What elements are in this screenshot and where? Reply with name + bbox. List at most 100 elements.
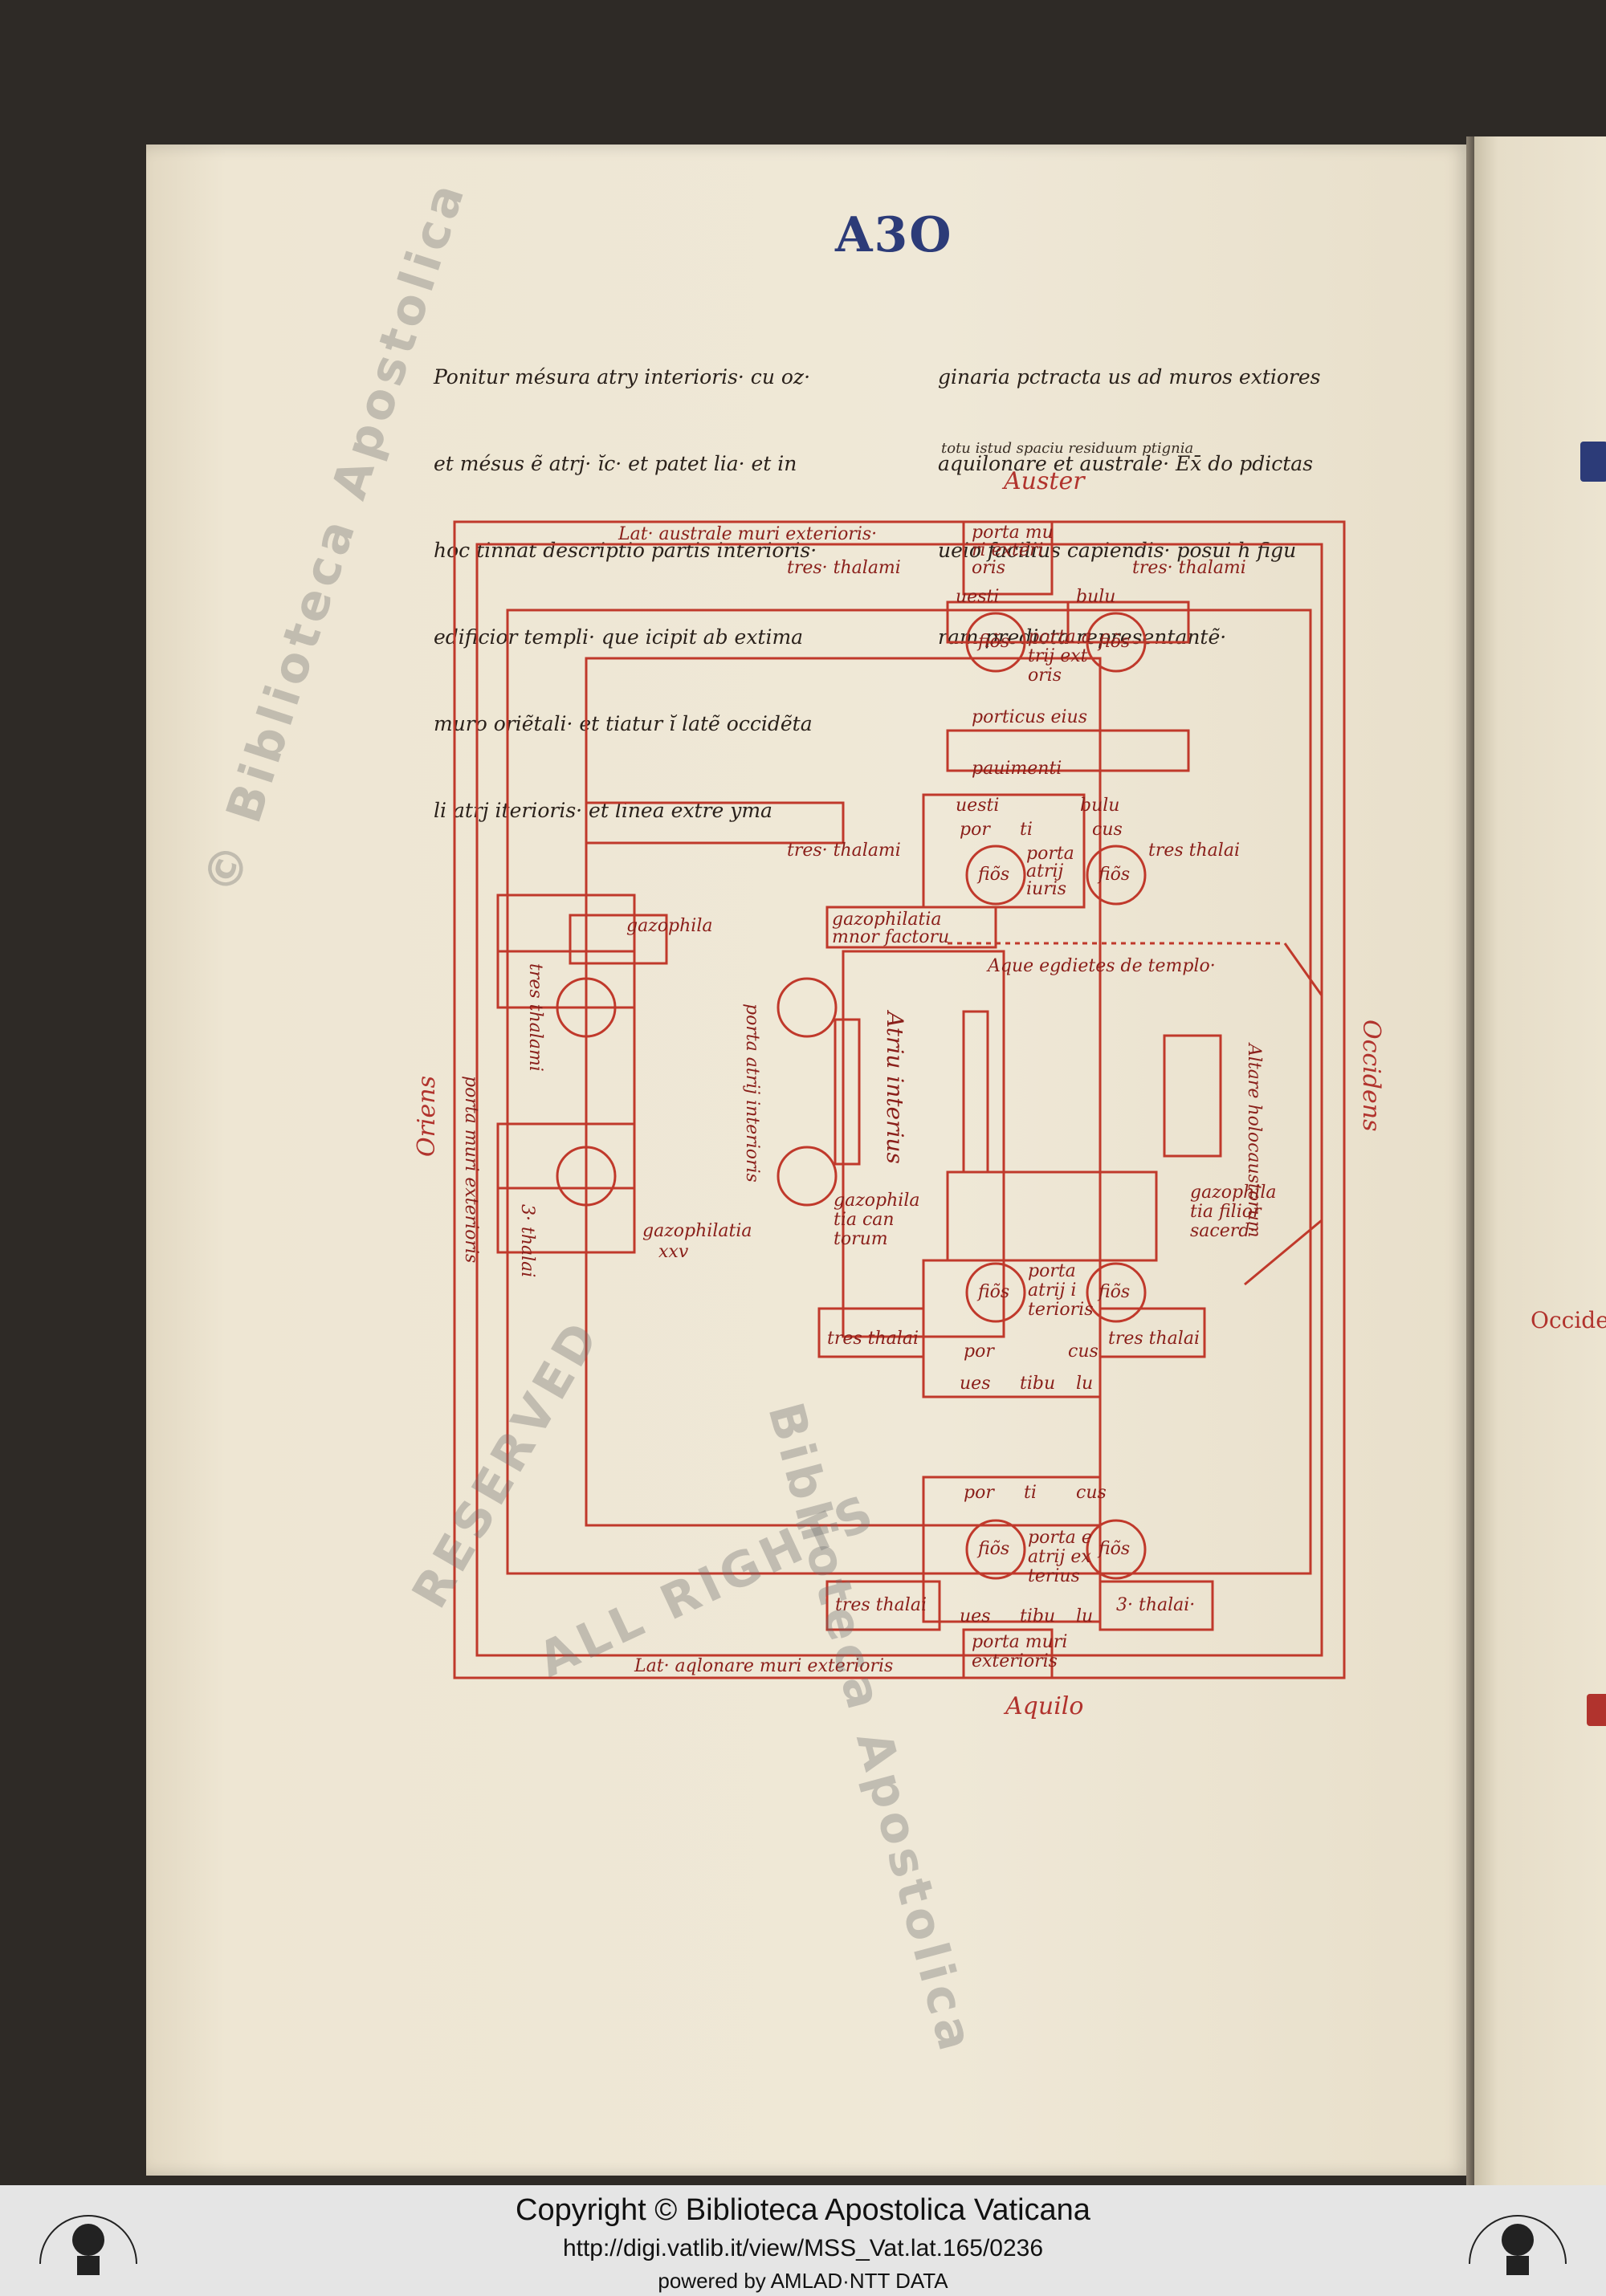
label-gazophilatia-cantorum: tia can <box>834 1210 895 1230</box>
label-fios: fiõs <box>976 865 1009 885</box>
label-tres-thalami: tres· thalami <box>1132 558 1246 578</box>
label-tres-thalai: tres thalai <box>1108 1329 1200 1349</box>
text-line: et mésus ẽ atrj· ĭc· et patet lia· et in <box>434 452 797 475</box>
label-west-thalami: tres thalami <box>525 963 545 1072</box>
label-uesti-2: uesti <box>956 796 999 816</box>
label-fios: fiõs <box>1097 632 1130 652</box>
label-uestibulu: ues <box>960 1374 990 1394</box>
label-gazophilatia-filior: tia filior <box>1190 1202 1262 1222</box>
label-fios: fiõs <box>1097 865 1130 885</box>
label-porta-atrij-ext: oris <box>1028 666 1062 686</box>
water-channel-exit <box>1283 942 1323 996</box>
label-fios: fiõs <box>976 1282 1009 1302</box>
label-porta-atrij-ext-n: terius <box>1028 1566 1080 1586</box>
column-circle <box>965 1519 1026 1580</box>
label-bulu: bulu <box>1076 587 1115 607</box>
source-url[interactable]: http://digi.vatlib.it/view/MSS_Vat.lat.1… <box>562 2235 1044 2261</box>
label-gazophilatia-xxv: xxv <box>658 1242 689 1262</box>
label-porticus-eius: porticus eius <box>972 707 1087 727</box>
label-gazophilatia-filior: sacerd· <box>1190 1221 1255 1241</box>
label-gazophilatia-mnior: gazophilatia <box>832 910 941 930</box>
label-tres-thalai: tres thalai <box>1148 841 1240 861</box>
blue-initial-fragment <box>1580 442 1606 482</box>
label-north-wall: Lat· aqlonare muri exterioris <box>634 1656 893 1676</box>
west-diagonal <box>1244 1219 1323 1286</box>
direction-aquilo: Aquilo <box>1005 1692 1084 1720</box>
label-gate-south: ri exteri <box>972 540 1043 560</box>
inner-court <box>585 657 1102 1527</box>
label-uestibulu: tibu <box>1020 1606 1055 1626</box>
text-line: edificior templi· que icipit ab extima <box>434 625 804 649</box>
column-circle <box>965 1262 1026 1323</box>
temple-plan-diagram: Lat· australe muri exterioris· Lat· aqlo… <box>453 520 1346 1679</box>
label-gate-north: exterioris <box>972 1651 1058 1671</box>
altar-holocaustorum <box>1163 1034 1222 1158</box>
gazophilatia-mnior <box>825 906 997 949</box>
label-fios: fiõs <box>976 632 1009 652</box>
text-column-right: ginaria pctracta us ad muros extiores aq… <box>938 305 1321 681</box>
label-west-left: 3· thalai <box>517 1204 537 1277</box>
label-porticus: ti <box>1024 1483 1037 1503</box>
column-circle <box>1086 845 1147 906</box>
label-aque: Aque egdietes de templo· <box>986 956 1216 976</box>
label-gazophilatia-cantorum: torum <box>834 1229 888 1249</box>
west-column <box>834 1018 861 1166</box>
label-porticus: cus <box>1092 820 1123 840</box>
label-uesti: uesti <box>956 587 999 607</box>
column-circle <box>777 1146 838 1207</box>
label-uestibulu: tibu <box>1020 1374 1055 1394</box>
label-porta-atrij-int: iuris <box>1026 879 1066 899</box>
direction-occidens: Occidens <box>1357 1020 1385 1132</box>
direction-oriens: Oriens <box>413 1076 441 1158</box>
column-circle <box>777 977 838 1038</box>
south-gate-box <box>962 520 1054 596</box>
label-porta-atrij-int-n: porta <box>1028 1261 1076 1281</box>
label-atrium: Atriu interius <box>882 1009 908 1164</box>
south-inner-gate <box>922 793 1086 909</box>
label-porticus: por <box>964 1483 995 1503</box>
label-tres-thalami: tres· thalami <box>787 841 901 861</box>
column-circle <box>965 612 1026 673</box>
text-line: ginaria pctracta us ad muros extiores <box>938 365 1321 389</box>
label-porticus: por <box>964 1341 995 1362</box>
column-circle <box>965 845 1026 906</box>
label-porta-atrij-ext-n: atrij ex <box>1028 1547 1091 1567</box>
label-porticus: ti <box>1020 820 1033 840</box>
label-gazophilatia-cantorum: gazophila <box>834 1191 919 1211</box>
label-porta-atrij-ext: trij ext <box>1028 646 1088 666</box>
label-porticus: por <box>960 820 991 840</box>
label-tres-thalami: tres· thalami <box>787 558 901 578</box>
label-porta-atrij-int-n: atrij i <box>1028 1280 1076 1301</box>
north-tres-thalai-left <box>825 1580 941 1631</box>
label-gate-south: oris <box>972 558 1005 578</box>
label-bulu-2: bulu <box>1080 796 1119 816</box>
label-gazophilatia-mnior: mnor factoru <box>832 927 949 947</box>
label-porta-atrij-int-n: terioris <box>1028 1300 1094 1320</box>
north-outer-gate <box>922 1476 1102 1623</box>
label-uestibulu: lu <box>1076 1606 1093 1626</box>
label-west-porta-int: porta atrij interioris <box>742 1003 762 1183</box>
label-uestibulu: ues <box>960 1606 990 1626</box>
label-fios: fiõs <box>976 1539 1009 1559</box>
outer-wall-inner <box>475 543 1323 1657</box>
text-line: muro oriẽtali· et tiatur ĭ latẽ occidẽta <box>434 712 813 735</box>
outer-wall <box>453 520 1346 1679</box>
text-line: hoc tinnat descriptio partis interioris· <box>434 539 817 562</box>
label-tres-thalai: tres thalai <box>835 1595 927 1615</box>
text-line: ram predicta representantẽ· <box>938 625 1227 649</box>
gazophila-small <box>569 914 668 965</box>
label-porta-atrij-ext-n: porta e <box>1028 1528 1092 1548</box>
south-vestibule-right <box>1066 600 1190 644</box>
label-gazophilatia-filior: gazophila <box>1190 1183 1276 1203</box>
label-tres-thalai: tres thalai <box>827 1329 919 1349</box>
label-gate-north: porta muri <box>972 1632 1067 1652</box>
text-line: aquilonare et australe· Ex̄ do pdictas <box>938 452 1314 475</box>
manuscript-page-verso <box>146 145 1471 2176</box>
outer-court <box>506 609 1312 1575</box>
label-gazophila: gazophila <box>626 916 712 936</box>
south-porticus <box>946 729 1190 772</box>
column-circle <box>556 1146 617 1207</box>
north-tres-thalai-inner <box>817 1307 925 1358</box>
label-south-wall: Lat· australe muri exterioris· <box>618 524 877 544</box>
north-gate-box <box>962 1628 1054 1679</box>
